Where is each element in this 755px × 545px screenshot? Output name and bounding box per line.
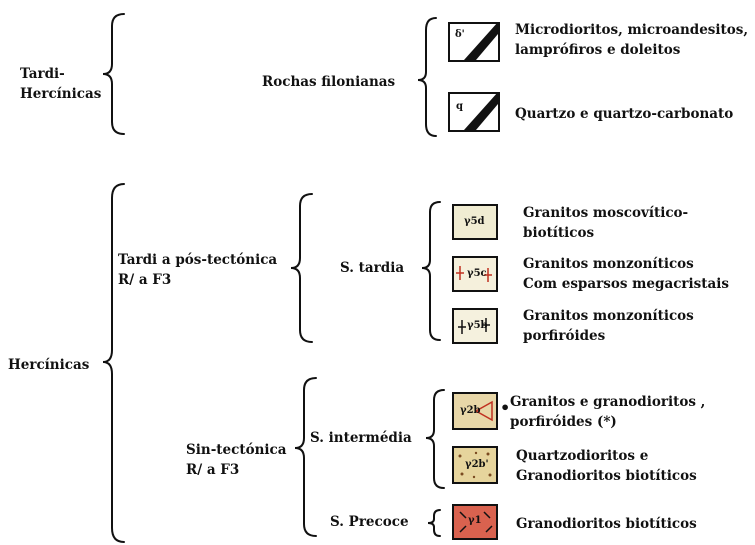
- legend-text-granitos-granodioritos-porfiroides: Granitos e granodioritos , porfiróides (…: [510, 392, 705, 432]
- label-rochas-filonianas: Rochas filonianas: [262, 74, 396, 90]
- symbol-code: q: [456, 101, 463, 112]
- cross-mark-icon: [456, 266, 492, 282]
- legend-text-line: Quartzodioritos e: [516, 448, 649, 464]
- legend-text-quartzo: Quartzo e quartzo-carbonato: [515, 106, 734, 122]
- triangle-mark-icon: [474, 400, 493, 422]
- legend-text-line: Granitos e granodioritos ,: [510, 394, 706, 410]
- legend-text-microdioritos: Microdioritos, microandesitos, lamprófir…: [515, 20, 748, 60]
- legend-symbol-granodioritos-biotiticos: γ1: [452, 504, 498, 540]
- group-label-line: Tardi-: [20, 66, 65, 82]
- brace-s-intermedia: [425, 389, 445, 489]
- symbol-fill: [454, 310, 496, 342]
- symbol-code: γ2b: [460, 405, 481, 416]
- group-label-tardi-hercinicas: Tardi- Hercínicas: [20, 64, 101, 104]
- legend-symbol-granitos-granodioritos-porfiroides: γ2b: [452, 392, 498, 430]
- label-line: Tardi a pós-tectónica: [118, 252, 278, 268]
- brace-hercinicas: [102, 183, 125, 543]
- label-s-intermedia: S. intermédia: [310, 430, 412, 446]
- legend-text-granitos-monzoniticos-megacristais: Granitos monzoníticos Com esparsos megac…: [523, 254, 729, 294]
- legend-text-line: Com esparsos megacristais: [523, 276, 729, 292]
- symbol-code: γ5b: [467, 320, 488, 331]
- legend-text-line: Granitos monzoníticos: [523, 308, 694, 324]
- group-label-line: Hercínicas: [20, 86, 102, 102]
- symbol-code: γ5c: [467, 268, 487, 279]
- symbol-fill: [454, 258, 496, 290]
- brace-s-tardia: [421, 201, 441, 341]
- symbol-fill: [454, 206, 496, 238]
- group-label-hercinicas: Hercínicas: [8, 357, 90, 373]
- legend-symbol-quartzodioritos: γ2b': [452, 446, 498, 484]
- diagonal-band-icon: [464, 94, 498, 130]
- symbol-code: δ': [455, 29, 465, 40]
- dot-pattern-icon: [458, 451, 492, 479]
- legend-symbol-granitos-monzoniticos-megacristais: γ5c: [452, 256, 498, 292]
- diagonal-band-icon: [464, 24, 498, 60]
- legend-text-line: Microdioritos, microandesitos,: [515, 22, 749, 38]
- label-s-tardia: S. tardia: [340, 260, 405, 276]
- legend-text-line: porfiróides (*): [510, 414, 617, 430]
- brace-rochas-filonianas: [417, 17, 437, 137]
- label-line: R/ a F3: [186, 462, 240, 478]
- legend-text-line: Granitos moscovítico-: [523, 205, 689, 221]
- symbol-fill: [454, 506, 496, 538]
- legend-symbol-microdioritos: δ': [448, 22, 500, 62]
- legend-text-line: lamprófiros e doleitos: [515, 42, 681, 58]
- brace-tardi-pos: [290, 193, 313, 343]
- legend-text-granitos-moscovitico: Granitos moscovítico- biotíticos: [523, 203, 688, 243]
- legend-text-quartzodioritos: Quartzodioritos e Granodioritos biotític…: [516, 446, 697, 486]
- legend-symbol-granitos-moscovitico: γ5d: [452, 204, 498, 240]
- legend-text-granitos-monzoniticos-porfiroides: Granitos monzoníticos porfiróides: [523, 306, 694, 346]
- hatch-mark-icon: [459, 511, 493, 533]
- label-line: Sin-tectónica: [186, 442, 287, 458]
- symbol-code: γ2b': [465, 459, 489, 470]
- marker-dot: •: [500, 398, 511, 417]
- label-s-precoce: S. Precoce: [330, 514, 409, 530]
- legend-text-granodioritos-biotiticos: Granodioritos biotíticos: [516, 516, 697, 532]
- legend-text-line: Granodioritos biotíticos: [516, 468, 697, 484]
- legend-symbol-granitos-monzoniticos-porfiroides: γ5b: [452, 308, 498, 344]
- brace-tardi-hercinicas: [102, 13, 125, 135]
- brace-s-precoce: [427, 509, 441, 537]
- symbol-code: γ5d: [464, 216, 485, 227]
- label-sin-tectonica: Sin-tectónica R/ a F3: [186, 440, 287, 480]
- legend-text-line: biotíticos: [523, 225, 595, 241]
- cross-mark-icon: [458, 318, 490, 334]
- legend-symbol-quartzo: q: [448, 92, 500, 132]
- legend-text-line: Granitos monzoníticos: [523, 256, 694, 272]
- symbol-code: γ1: [468, 515, 482, 526]
- label-tardi-pos-tectonica: Tardi a pós-tectónica R/ a F3: [118, 250, 277, 290]
- legend-text-line: porfiróides: [523, 328, 606, 344]
- brace-sin-tectonica: [294, 377, 317, 537]
- label-line: R/ a F3: [118, 272, 172, 288]
